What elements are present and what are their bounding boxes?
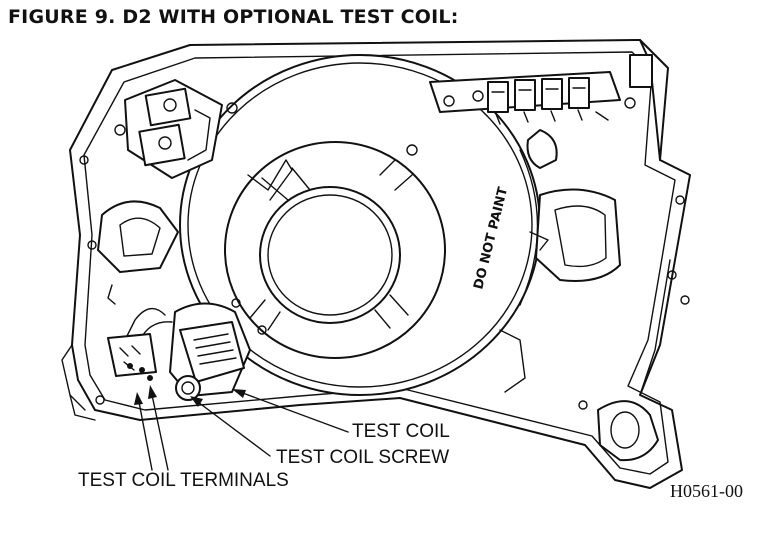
housing-openings <box>79 129 690 405</box>
test-coil-screw-callout: TEST COIL SCREW <box>276 447 450 468</box>
test-coil-arrow <box>239 391 349 433</box>
terminal-arrow-1 <box>138 401 153 471</box>
callout-arrows <box>134 385 349 471</box>
test-coil-callout: TEST COIL <box>352 421 450 442</box>
test-coil-assembly <box>107 302 251 401</box>
figure-title: FIGURE 9. D2 WITH OPTIONAL TEST COIL: <box>8 6 459 28</box>
signal-terminal-block <box>429 54 653 125</box>
test-coil-screw-arrow <box>197 401 271 457</box>
test-coil-terminals-callout: TEST COIL TERMINALS <box>78 470 289 491</box>
housing-latch <box>578 400 659 462</box>
power-terminal-block <box>114 79 238 179</box>
terminal-arrow-2 <box>151 394 169 471</box>
drawing-number: H0561-00 <box>670 481 743 501</box>
